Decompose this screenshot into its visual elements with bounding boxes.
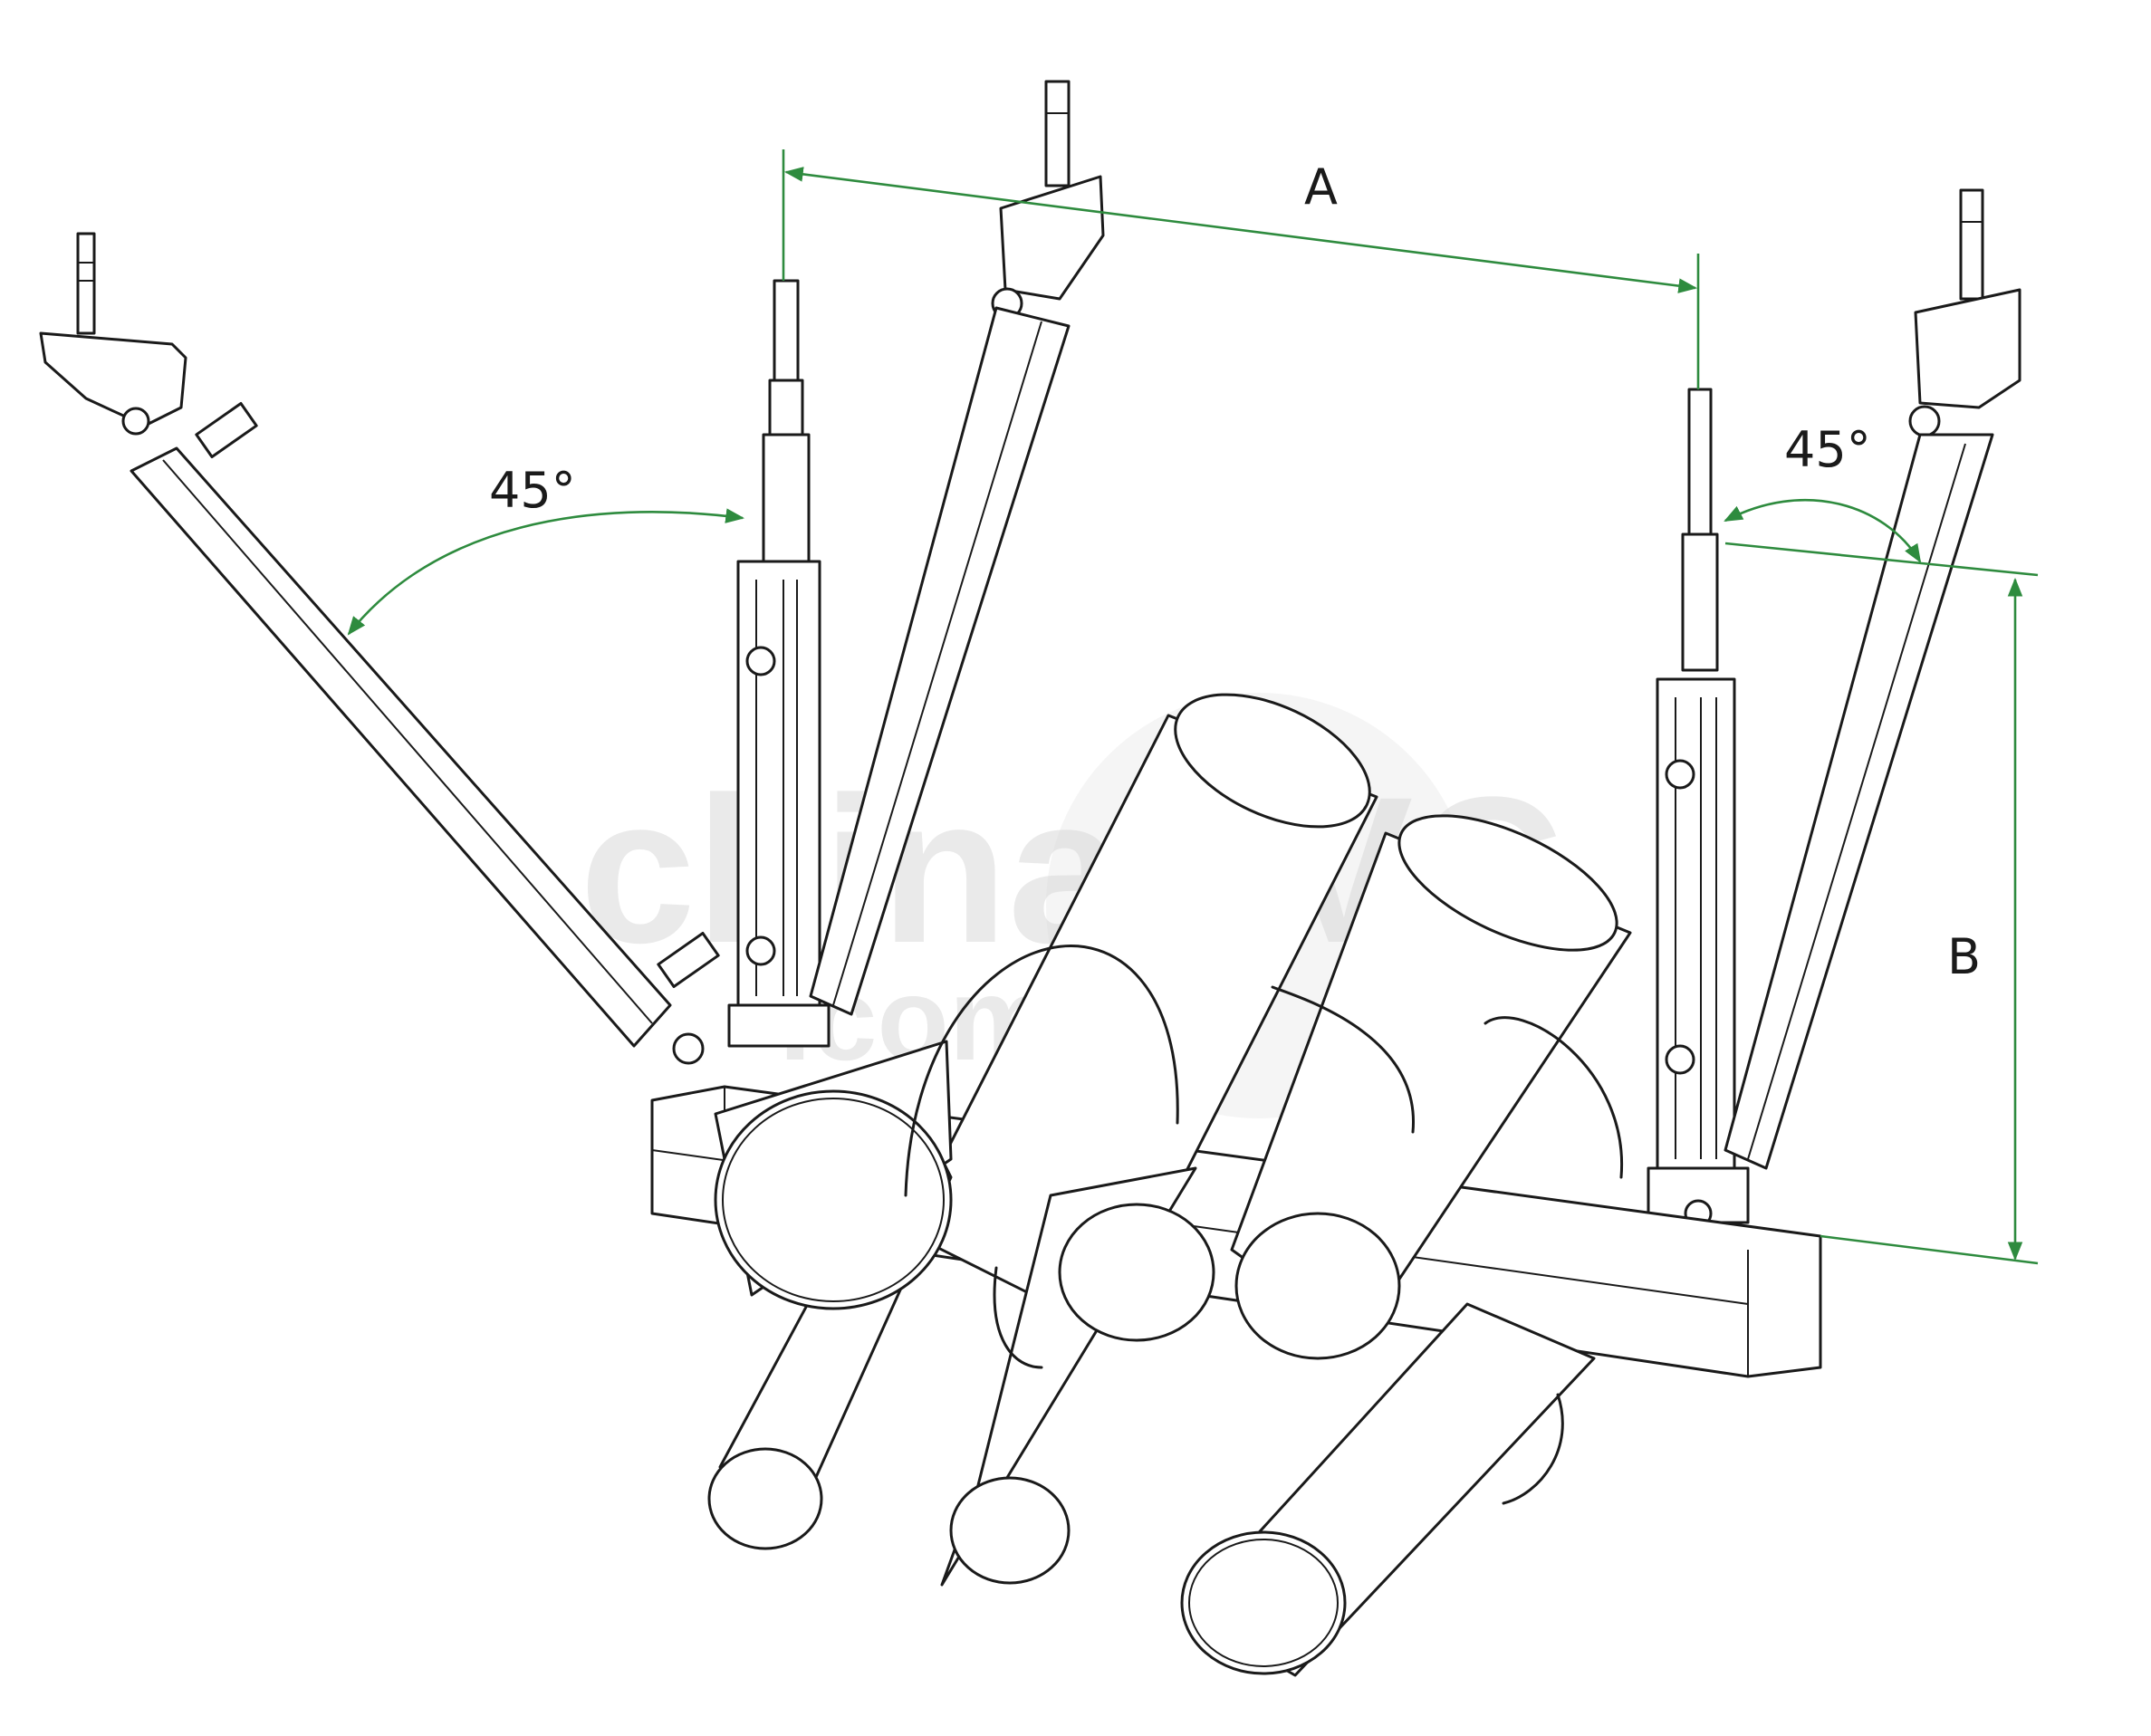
pipe-large-back — [904, 693, 1378, 1333]
dimension-b: B — [1724, 542, 2039, 1265]
right-diagonal-brace — [1724, 188, 2021, 1170]
pipe-1-front-large — [707, 1040, 953, 1550]
left-diagonal-brace — [130, 446, 720, 1065]
pipe-clamps — [904, 945, 1623, 1505]
pipe-2-middle — [940, 1166, 1215, 1587]
left-diagonal-anchor — [39, 232, 258, 458]
angle-left: 45° — [347, 462, 745, 636]
pipe-3-right — [1230, 814, 1632, 1360]
pipe-4-large-bottom — [1180, 1302, 1596, 1677]
dimension-b-label: B — [1947, 928, 1981, 985]
angle-right: 45° — [1724, 421, 1922, 563]
left-vertical-hanger — [727, 279, 831, 1048]
right-vertical-hanger — [1647, 388, 1750, 1228]
dimension-a-label: A — [1304, 158, 1338, 216]
angle-right-label: 45° — [1784, 421, 1871, 478]
dimension-a: A — [782, 149, 1700, 389]
angle-left-label: 45° — [489, 462, 576, 519]
